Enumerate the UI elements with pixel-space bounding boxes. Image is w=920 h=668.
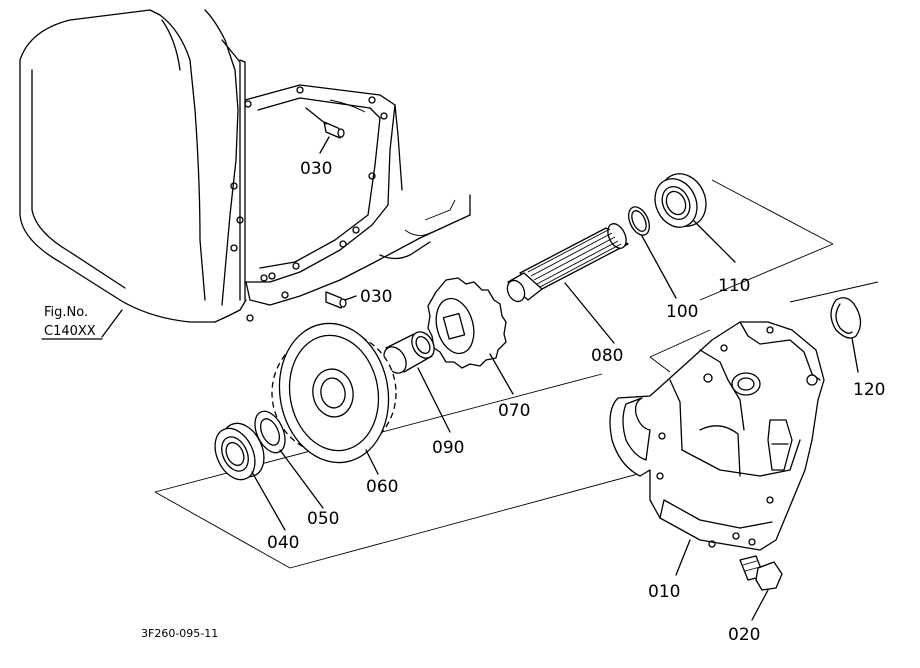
- part-label-120: 120: [853, 380, 885, 400]
- dowel-pin-030-top-drawing: [305, 107, 345, 154]
- part-label-080: 080: [591, 346, 623, 366]
- ball-bearing-110-drawing: [654, 173, 736, 263]
- fig-number-code: C140XX: [44, 324, 96, 339]
- part-label-030-top: 030: [300, 159, 332, 179]
- spur-gear-060-drawing: [271, 322, 397, 475]
- part-label-020: 020: [728, 625, 760, 645]
- fig-label-leader: [101, 309, 123, 338]
- spur-gear-070-drawing: [427, 277, 514, 395]
- fig-number-label: Fig.No.: [44, 305, 88, 320]
- part-label-010: 010: [648, 582, 680, 602]
- drawing-code: 3F260-095-11: [141, 627, 218, 640]
- part-label-050: 050: [307, 509, 339, 529]
- dowel-pin-030-lower-drawing: [325, 291, 357, 309]
- snap-ring-120-drawing: [830, 297, 862, 373]
- ball-bearing-040-drawing: [214, 422, 286, 531]
- part-label-060: 060: [366, 477, 398, 497]
- gear-case-010-drawing: [609, 321, 825, 576]
- spline-shaft-080-drawing: [506, 223, 629, 344]
- part-label-070: 070: [498, 401, 530, 421]
- part-label-040: 040: [267, 533, 299, 553]
- part-label-090: 090: [432, 438, 464, 458]
- collar-090-drawing: [383, 331, 451, 433]
- drain-plug-020-drawing: [739, 555, 783, 621]
- transmission-case-drawing: [19, 9, 471, 323]
- part-label-100: 100: [666, 302, 698, 322]
- part-label-110: 110: [718, 276, 750, 296]
- snap-ring-100-drawing: [628, 206, 677, 299]
- part-label-030-lower: 030: [360, 287, 392, 307]
